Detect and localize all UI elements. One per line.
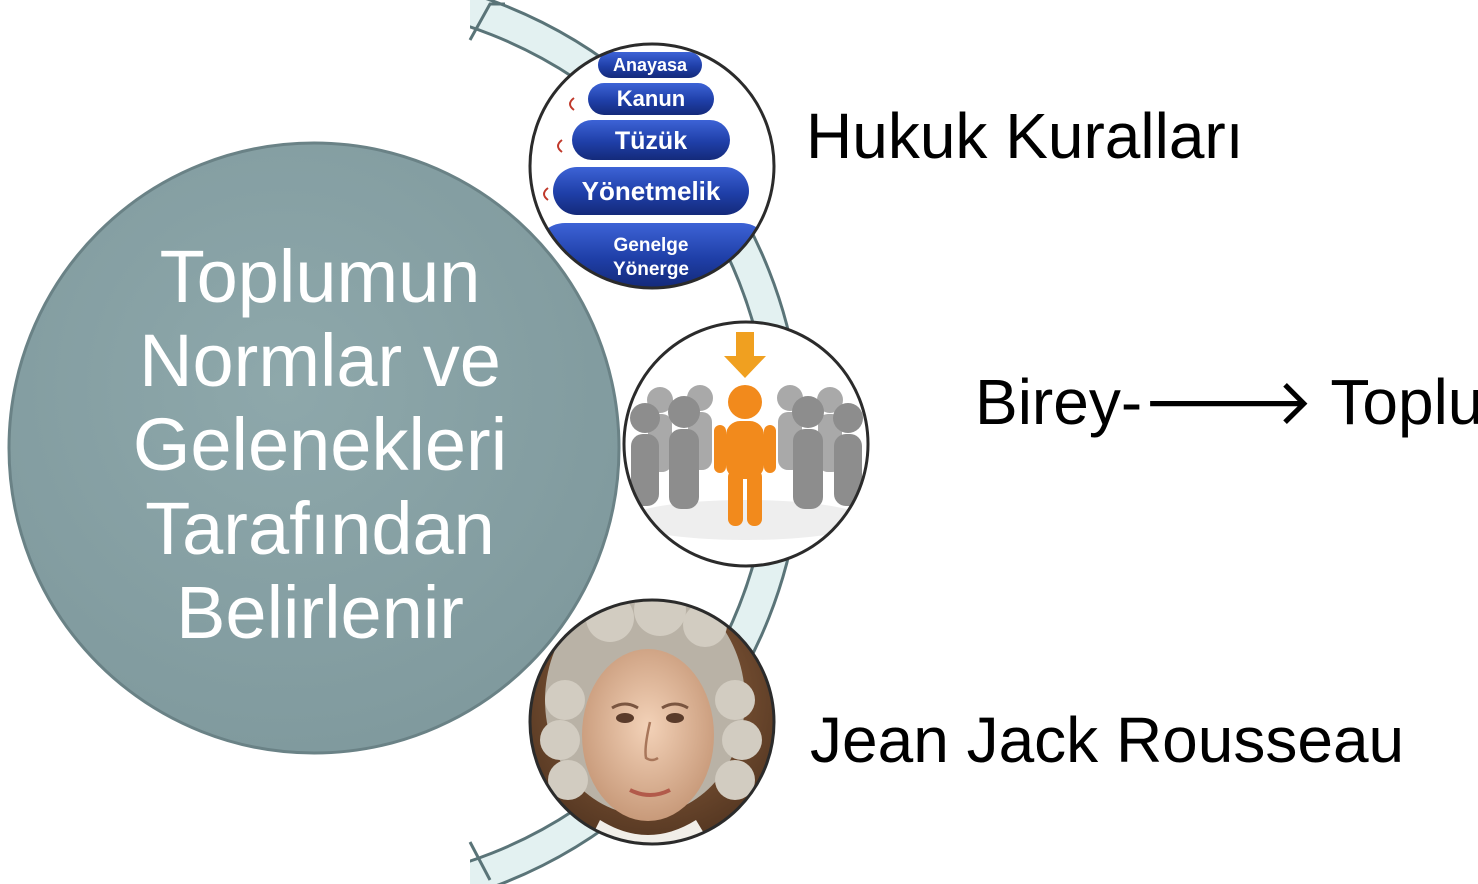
down-arrow-icon [724, 332, 766, 378]
individual-in-crowd-icon [622, 320, 870, 568]
center-line-3: Gelenekleri [132, 403, 508, 486]
arc-top-cap [468, 2, 505, 41]
pill-yonetmelik-label: Yönetmelik [582, 176, 721, 206]
center-line-1: Toplumun [159, 235, 481, 318]
law-hierarchy-icon: Anayasa Kanun Tüzük Yönetmelik Genelge Y… [528, 42, 776, 290]
pill-anayasa [598, 52, 702, 78]
center-line-2: Normlar ve [139, 319, 501, 402]
center-circle-text: Toplumun Normlar ve Gelenekleri Tarafınd… [60, 235, 580, 655]
center-line-4: Tarafından [145, 487, 495, 570]
pill-kanun-label: Kanun [617, 86, 685, 111]
label-hukuk-kurallari: Hukuk Kuralları [806, 100, 1244, 172]
pill-tuzuk [572, 120, 730, 160]
pill-tuzuk-label: Tüzük [615, 127, 687, 155]
pill-kanun [588, 83, 714, 115]
pill-yonetmelik [553, 167, 749, 215]
center-line-5: Belirlenir [176, 571, 464, 654]
pill-genelge-label: Genelge [614, 235, 689, 256]
portrait-icon [528, 598, 776, 846]
center-circle [7, 141, 621, 755]
label-jean-jack-rousseau: Jean Jack Rousseau [810, 704, 1405, 776]
pill-yonerge-label: Yönerge [613, 259, 689, 280]
arc-bottom-cap [468, 841, 492, 881]
label-birey-toplum: Birey-🡒 Toplum [975, 366, 1478, 438]
highlighted-person [714, 385, 776, 526]
pill-anayasa-label: Anayasa [613, 55, 688, 75]
